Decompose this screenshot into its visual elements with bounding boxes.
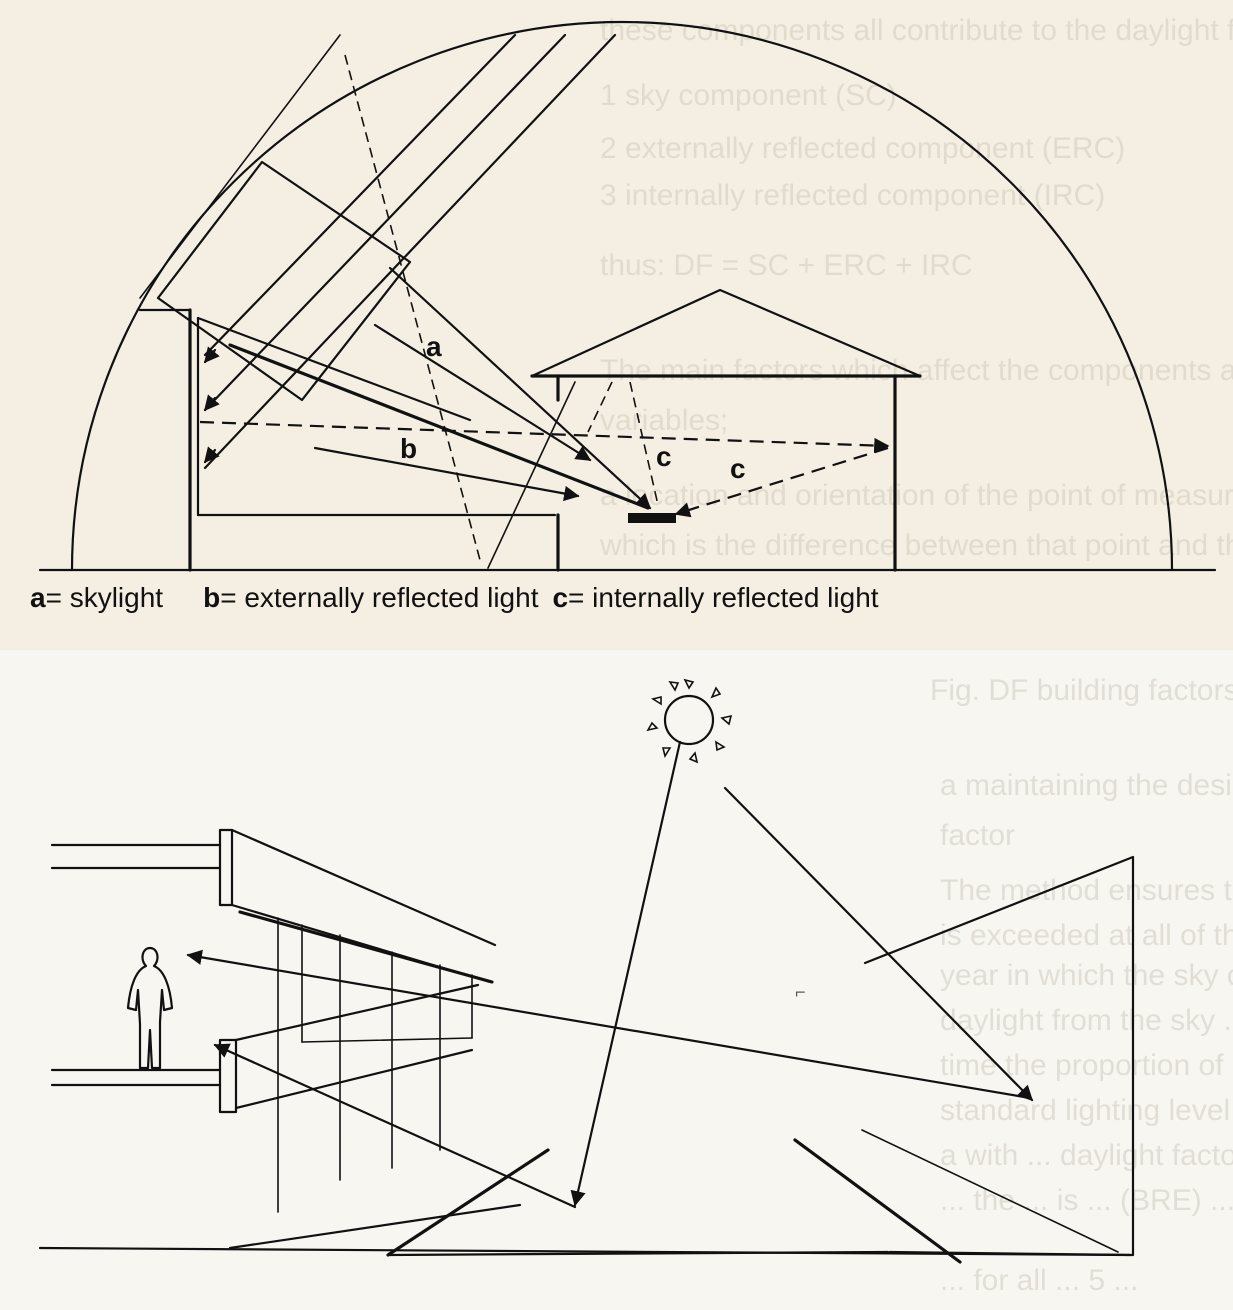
work-surface (628, 513, 676, 523)
ray-b-group (313, 381, 580, 569)
sky-dome (70, 20, 1174, 572)
ghost-text-line: factor (940, 819, 1015, 852)
ghost-text-line: a with ... daylight factor ... (940, 1139, 1233, 1172)
bottom-diagram: ⌐ (38, 678, 1135, 1264)
figure-top-panel (0, 0, 1233, 650)
person-icon (126, 946, 174, 1070)
ghost-text-line: these components all contribute to the d… (600, 14, 1233, 47)
ghost-text-line: 3 internally reflected component (IRC) (600, 179, 1105, 212)
label-c-2: c (730, 453, 746, 484)
legend-c-text: = internally reflected light (568, 582, 879, 613)
ghost-text-line: The method ensures that the needs of the… (940, 874, 1233, 907)
ghost-text-line: ... for all ... 5 ... (940, 1264, 1138, 1297)
ghost-text-line: time the proportion of ... daylight ... … (940, 1049, 1233, 1082)
ghost-text-line: a location and orientation of the point … (600, 479, 1233, 512)
ghost-text-line: standard lighting level of the ... (940, 1094, 1233, 1127)
label-c-1: c (656, 441, 672, 472)
bottom-rays (186, 740, 1034, 1209)
stray-mark: ⌐ (795, 982, 806, 1002)
skylight-rays (139, 33, 617, 470)
left-wall-arrows (203, 346, 220, 464)
sun-icon (646, 678, 733, 764)
figure-bottom-panel (0, 650, 1233, 1310)
legend-b-text: = externally reflected light (220, 582, 539, 613)
ghost-text-line: is exceeded at all of the time. It is in… (940, 919, 1233, 952)
legend-c-key: c (552, 582, 569, 613)
ray-a-group (228, 266, 652, 510)
ghost-text-line: variables; (600, 404, 728, 437)
ghost-text-line: which is the difference between that poi… (599, 529, 1233, 562)
reflecting-surfaces (228, 855, 1135, 1264)
ghost-text-layer: these components all contribute to the d… (599, 14, 1233, 1297)
label-a: a (426, 331, 442, 362)
house-roof (530, 288, 922, 378)
ghost-text-line: thus: DF = SC + ERC + IRC (600, 249, 973, 282)
top-diagram: a b c c (38, 20, 1217, 572)
ghost-text-line: 1 sky component (SC) (600, 79, 897, 112)
label-b: b (400, 433, 417, 464)
ghost-text-line: year in which the sky condition ... (hou… (940, 959, 1233, 992)
legend-a-key: a (30, 582, 46, 613)
dashed-lines (199, 54, 890, 561)
house (530, 288, 922, 572)
multi-storey-building (50, 828, 497, 1213)
ghost-text-line: Fig. DF building factors (930, 674, 1233, 707)
ghost-text-line: 2 externally reflected component (ERC) (600, 132, 1125, 165)
obstructing-building (138, 160, 557, 572)
legend-b-key: b (203, 582, 221, 613)
ghost-text-line: a maintaining the design variables (wind… (940, 769, 1233, 802)
ghost-text-line: ... the ... is ... (BRE) ... (940, 1184, 1233, 1217)
ghost-text-line: The main factors which affect the compon… (600, 354, 1233, 387)
legend: a = skylight b = externally reflected lig… (30, 582, 1210, 622)
ghost-text-line: daylight from the sky ... the period of (940, 1004, 1233, 1037)
legend-a-text: = skylight (45, 582, 164, 613)
